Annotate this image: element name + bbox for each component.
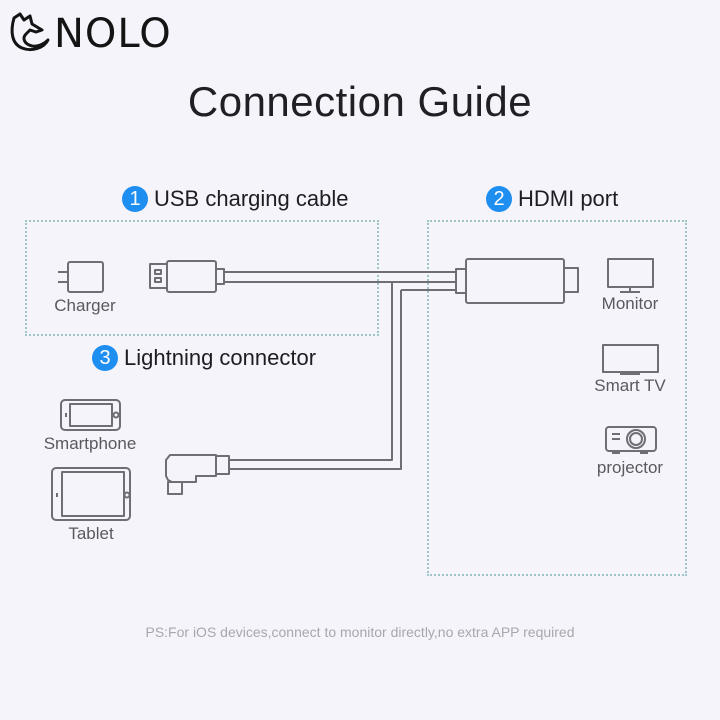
monitor-label: Monitor — [601, 294, 659, 313]
usb-cable — [224, 271, 456, 283]
step-badge: 3 — [92, 345, 118, 371]
lightning-cable — [229, 282, 456, 470]
projector-label: projector — [596, 458, 664, 477]
section-label: HDMI port — [518, 186, 619, 211]
smartphone-icon — [60, 399, 121, 431]
charger-icon — [58, 261, 104, 293]
section-lightning-connector: 3 Lightning connector — [92, 345, 316, 371]
smart-tv-label: Smart TV — [594, 376, 666, 395]
section-hdmi-port: 2 HDMI port — [486, 186, 618, 212]
page-title: Connection Guide — [187, 78, 533, 125]
footnote: PS:For iOS devices,connect to monitor di… — [145, 624, 575, 640]
hdmi-plug-icon — [455, 258, 579, 304]
step-badge: 2 — [486, 186, 512, 212]
lightning-plug-icon — [165, 454, 230, 495]
smartphone-label: Smartphone — [43, 434, 137, 453]
section-usb-charging-cable: 1 USB charging cable — [122, 186, 348, 212]
brand-name: NOLO — [54, 10, 172, 57]
usb-section-box — [25, 220, 379, 336]
monitor-icon — [607, 258, 654, 293]
step-badge: 1 — [122, 186, 148, 212]
usb-plug-icon — [149, 260, 225, 293]
tablet-label: Tablet — [68, 524, 114, 543]
smart-tv-icon — [602, 344, 659, 375]
charger-label: Charger — [54, 296, 116, 315]
brand-logo: NOLO — [8, 10, 172, 57]
tablet-icon — [51, 467, 131, 521]
fox-head-icon — [8, 10, 50, 57]
section-label: USB charging cable — [154, 186, 349, 211]
projector-icon — [605, 426, 657, 454]
hdmi-section-box — [427, 220, 687, 576]
section-label: Lightning connector — [124, 345, 317, 370]
